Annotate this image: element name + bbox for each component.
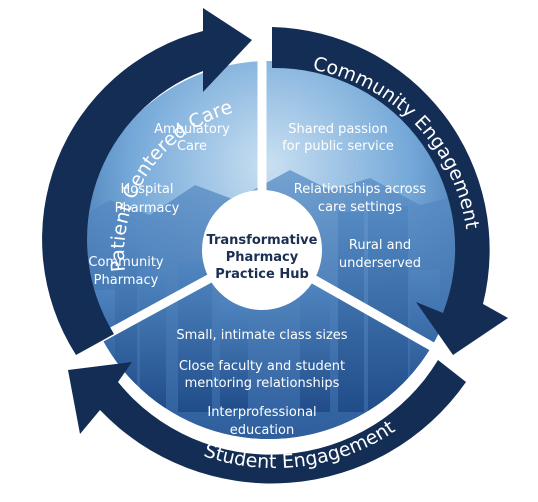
bottom-item-2-line-2: mentoring relationships — [185, 376, 340, 391]
landscape-background — [80, 61, 458, 439]
right-item-1-line-2: for public service — [282, 139, 394, 154]
bottom-segment-items: Small, intimate class sizes Close facult… — [176, 328, 347, 438]
left-item-3-line-2: Pharmacy — [94, 273, 159, 288]
right-item-2-line-1: Relationships across — [294, 182, 427, 197]
left-item-1-line-1: Ambulatory — [154, 122, 230, 137]
right-item-2-line-2: care settings — [318, 200, 402, 215]
left-item-3-line-1: Community — [88, 255, 164, 270]
right-segment-items: Shared passion for public service Relati… — [282, 122, 426, 271]
bottom-item-3-line-1: Interprofessional — [207, 405, 316, 420]
hub-line-3: Practice Hub — [215, 267, 309, 282]
right-item-1-line-1: Shared passion — [288, 122, 387, 137]
center-hub: Transformative Pharmacy Practice Hub — [202, 190, 322, 310]
left-item-2-line-1: Hospital — [120, 182, 173, 197]
arc-arrow-student-engagement — [68, 360, 466, 484]
hub-line-2: Pharmacy — [226, 250, 299, 265]
bottom-item-3-line-2: education — [230, 423, 295, 438]
left-item-1-line-2: Care — [177, 139, 207, 154]
right-item-3-line-1: Rural and — [349, 238, 411, 253]
left-segment-items: Ambulatory Care Hospital Pharmacy Commun… — [88, 122, 230, 288]
right-item-3-line-2: underserved — [339, 256, 421, 271]
arc-arrow-community-engagement — [272, 27, 508, 355]
left-item-2-line-2: Pharmacy — [115, 201, 180, 216]
bottom-item-1-line-1: Small, intimate class sizes — [176, 328, 347, 343]
hub-line-1: Transformative — [207, 233, 318, 248]
arc-arrow-patient-centered-care — [42, 8, 252, 355]
bottom-item-2-line-1: Close faculty and student — [179, 359, 345, 374]
